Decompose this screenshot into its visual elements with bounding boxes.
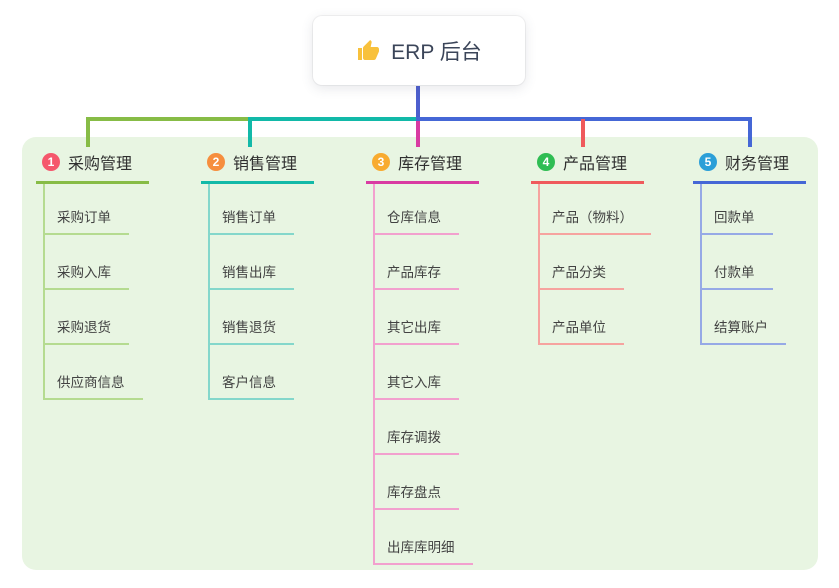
branch-sales: 2 销售管理 销售订单 销售出库 销售退货 客户信息 xyxy=(201,150,321,400)
child-node[interactable]: 产品单位 xyxy=(538,316,624,345)
child-item: 采购订单 xyxy=(43,184,156,235)
child-item: 供应商信息 xyxy=(43,345,156,400)
child-item: 销售出库 xyxy=(208,235,321,290)
branch-children: 仓库信息 产品库存 其它出库 其它入库 库存调拨 库存盘点 出库库明细 xyxy=(373,184,486,565)
branch-badge: 2 xyxy=(207,153,225,171)
child-node[interactable]: 仓库信息 xyxy=(373,206,459,235)
branch-product: 4 产品管理 产品（物料） 产品分类 产品单位 xyxy=(531,150,651,345)
branch-badge: 1 xyxy=(42,153,60,171)
branch-title: 产品管理 xyxy=(563,156,628,173)
branch-header[interactable]: 3 库存管理 xyxy=(366,150,479,184)
child-node[interactable]: 销售订单 xyxy=(208,206,294,235)
child-node[interactable]: 其它入库 xyxy=(373,371,459,400)
child-item: 产品库存 xyxy=(373,235,486,290)
mindmap-panel xyxy=(22,137,818,570)
branch-title: 采购管理 xyxy=(68,156,133,173)
branch-finance: 5 财务管理 回款单 付款单 结算账户 xyxy=(693,150,813,345)
child-item: 其它入库 xyxy=(373,345,486,400)
child-node[interactable]: 销售退货 xyxy=(208,316,294,345)
child-item: 采购入库 xyxy=(43,235,156,290)
branch-children: 产品（物料） 产品分类 产品单位 xyxy=(538,184,651,345)
root-label: ERP 后台 xyxy=(391,40,482,64)
child-item: 采购退货 xyxy=(43,290,156,345)
branch-header[interactable]: 2 销售管理 xyxy=(201,150,314,184)
branch-inventory: 3 库存管理 仓库信息 产品库存 其它出库 其它入库 库存调拨 库存盘点 出库库… xyxy=(366,150,486,565)
child-item: 销售退货 xyxy=(208,290,321,345)
branch-header[interactable]: 5 财务管理 xyxy=(693,150,806,184)
child-node[interactable]: 采购入库 xyxy=(43,261,129,290)
child-item: 付款单 xyxy=(700,235,813,290)
child-item: 回款单 xyxy=(700,184,813,235)
child-node[interactable]: 出库库明细 xyxy=(373,536,473,565)
child-item: 其它出库 xyxy=(373,290,486,345)
child-item: 产品单位 xyxy=(538,290,651,345)
child-node[interactable]: 产品（物料） xyxy=(538,206,651,235)
child-item: 结算账户 xyxy=(700,290,813,345)
branch-title: 销售管理 xyxy=(233,156,298,173)
child-item: 客户信息 xyxy=(208,345,321,400)
root-node[interactable]: ERP 后台 xyxy=(313,16,525,85)
branch-header[interactable]: 1 采购管理 xyxy=(36,150,149,184)
branch-children: 回款单 付款单 结算账户 xyxy=(700,184,813,345)
child-item: 库存调拨 xyxy=(373,400,486,455)
branch-badge: 5 xyxy=(699,153,717,171)
child-node[interactable]: 付款单 xyxy=(700,261,773,290)
child-item: 销售订单 xyxy=(208,184,321,235)
branch-title: 财务管理 xyxy=(725,156,790,173)
child-node[interactable]: 其它出库 xyxy=(373,316,459,345)
branch-title: 库存管理 xyxy=(398,156,463,173)
child-node[interactable]: 回款单 xyxy=(700,206,773,235)
child-node[interactable]: 产品库存 xyxy=(373,261,459,290)
child-node[interactable]: 库存调拨 xyxy=(373,426,459,455)
child-item: 产品（物料） xyxy=(538,184,651,235)
child-item: 产品分类 xyxy=(538,235,651,290)
child-item: 出库库明细 xyxy=(373,510,486,565)
child-node[interactable]: 采购退货 xyxy=(43,316,129,345)
branch-header[interactable]: 4 产品管理 xyxy=(531,150,644,184)
child-node[interactable]: 销售出库 xyxy=(208,261,294,290)
child-item: 库存盘点 xyxy=(373,455,486,510)
child-item: 仓库信息 xyxy=(373,184,486,235)
branch-purchase: 1 采购管理 采购订单 采购入库 采购退货 供应商信息 xyxy=(36,150,156,400)
child-node[interactable]: 结算账户 xyxy=(700,316,786,345)
branch-children: 采购订单 采购入库 采购退货 供应商信息 xyxy=(43,184,156,400)
thumbs-up-icon xyxy=(358,39,380,60)
branch-children: 销售订单 销售出库 销售退货 客户信息 xyxy=(208,184,321,400)
child-node[interactable]: 客户信息 xyxy=(208,371,294,400)
branch-badge: 3 xyxy=(372,153,390,171)
branch-badge: 4 xyxy=(537,153,555,171)
child-node[interactable]: 产品分类 xyxy=(538,261,624,290)
child-node[interactable]: 采购订单 xyxy=(43,206,129,235)
child-node[interactable]: 供应商信息 xyxy=(43,371,143,400)
child-node[interactable]: 库存盘点 xyxy=(373,481,459,510)
